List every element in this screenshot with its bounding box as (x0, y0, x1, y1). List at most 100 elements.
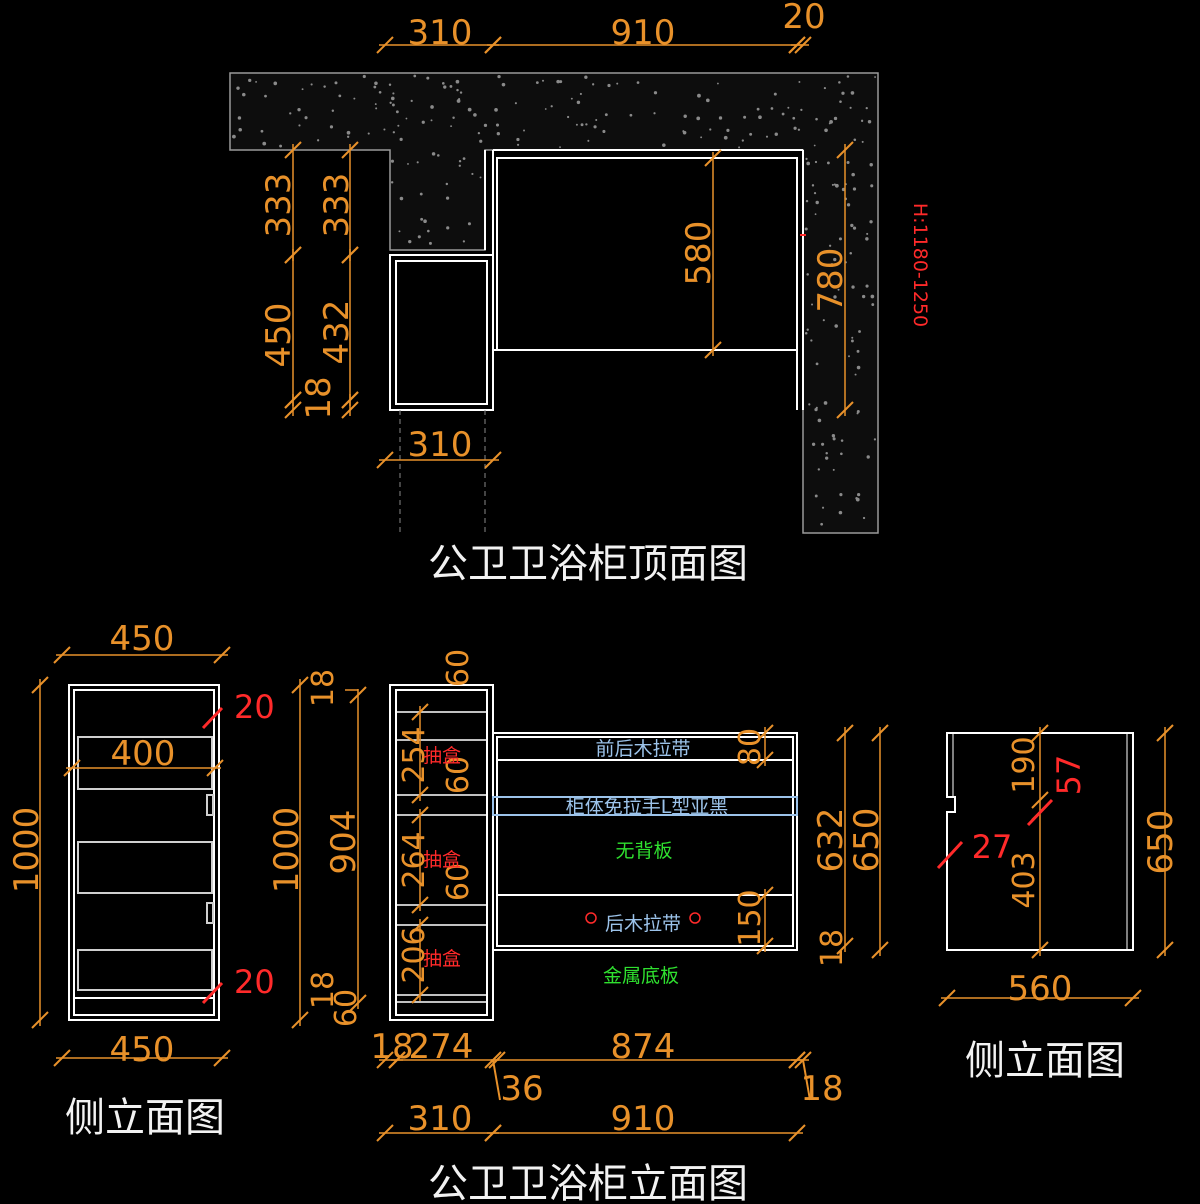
dim-elev-bottom-18: 18 (306, 971, 341, 1009)
dim-left-18: 18 (299, 376, 339, 419)
concrete-speckle (832, 437, 836, 441)
concrete-speckle (374, 103, 377, 106)
concrete-speckle (496, 132, 501, 136)
concrete-speckle (338, 94, 342, 98)
dimension-tick (349, 686, 367, 704)
concrete-speckle (373, 85, 377, 89)
dim-elev-1000: 1000 (267, 807, 307, 894)
concrete-speckle (833, 257, 837, 262)
dimension-tick (1124, 989, 1142, 1007)
concrete-speckle (587, 139, 590, 142)
concrete-speckle (471, 172, 474, 176)
concrete-speckle (629, 113, 633, 117)
concrete-speckle (852, 226, 857, 230)
dim-w-18: 18 (370, 1027, 413, 1067)
dim-elev-top-18: 18 (306, 669, 341, 707)
concrete-speckle (445, 196, 450, 200)
concrete-speckle (535, 81, 539, 85)
dim-w-36: 36 (500, 1069, 543, 1109)
concrete-speckle (607, 83, 611, 88)
dimension-tick (871, 941, 889, 959)
label-no-back-panel: 无背板 (615, 840, 672, 862)
concrete-speckle (717, 82, 719, 85)
concrete-speckle (805, 157, 808, 160)
concrete-speckle (839, 493, 843, 497)
dimension-tick (788, 1124, 806, 1142)
concrete-speckle (867, 120, 872, 124)
concrete-speckle (849, 106, 852, 109)
concrete-speckle (718, 116, 723, 120)
dim-side-400: 400 (111, 734, 176, 774)
concrete-speckle (456, 88, 459, 92)
concrete-speckle (392, 92, 395, 95)
concrete-speckle (770, 107, 774, 110)
side-view-right: 560 650 190 57 27 403 侧立面图 (965, 736, 1181, 1084)
concrete-speckle (310, 83, 313, 86)
concrete-speckle (445, 182, 449, 186)
concrete-speckle (428, 241, 432, 245)
dimension-tick (376, 1124, 394, 1142)
concrete-speckle (817, 418, 822, 423)
concrete-speckle (279, 144, 283, 148)
dimension-tick (291, 676, 309, 694)
concrete-speckle (576, 100, 581, 105)
dim-rail-80: 80 (733, 728, 768, 766)
concrete-speckle (856, 412, 859, 415)
concrete-speckle (497, 74, 501, 79)
concrete-speckle (773, 92, 777, 96)
concrete-speckle (289, 112, 292, 115)
dim-depth-580: 580 (679, 221, 719, 286)
concrete-speckle (871, 303, 875, 306)
dimension-tick (388, 1051, 406, 1069)
concrete-speckle (297, 107, 301, 112)
concrete-speckle (501, 82, 506, 87)
concrete-speckle (811, 303, 814, 306)
label-back-rail: 后木拉带 (605, 913, 681, 935)
concrete-speckle (331, 109, 335, 112)
basin-body-inner (496, 736, 794, 947)
concrete-speckle (423, 219, 427, 224)
concrete-speckle (723, 135, 728, 140)
dimension-tick (484, 36, 502, 54)
concrete-speckle (806, 161, 811, 166)
dimension-tick (53, 1049, 71, 1067)
concrete-speckle (602, 129, 606, 133)
concrete-speckle (462, 240, 466, 243)
concrete-speckle (813, 144, 816, 147)
concrete-speckle (800, 108, 803, 112)
dimension-tick (756, 724, 774, 742)
dim-w-874: 874 (611, 1027, 676, 1067)
concrete-speckle (741, 139, 744, 142)
dim-bottom-310: 310 (408, 425, 473, 465)
concrete-speckle (653, 112, 656, 115)
concrete-speckle (815, 362, 819, 366)
concrete-speckle (850, 223, 854, 228)
concrete-speckle (450, 125, 453, 128)
concrete-speckle (697, 93, 701, 98)
dimension-tick (284, 141, 302, 159)
concrete-speckle (814, 494, 818, 498)
concrete-speckle (808, 403, 811, 406)
handle-channel (492, 796, 798, 816)
concrete-speckle (838, 237, 842, 241)
red-dim (201, 706, 224, 730)
concrete-speckle (833, 183, 836, 186)
dimension-tick (63, 759, 81, 777)
concrete-speckle (774, 132, 778, 136)
concrete-speckle (584, 75, 588, 79)
dimension-tick (836, 724, 854, 742)
concrete-speckle (405, 117, 408, 120)
dim-w-18-right: 18 (800, 1069, 843, 1109)
elevation: 1000 904 18 18 60 60 254 60 264 60 206 抽… (267, 649, 887, 1204)
concrete-speckle (793, 126, 797, 130)
dim-drawer-264: 264 (397, 831, 432, 888)
concrete-speckle (595, 118, 598, 122)
concrete-speckle (378, 90, 382, 94)
dimension-tick (411, 703, 429, 721)
concrete-speckle (298, 124, 301, 127)
concrete-speckle (865, 106, 868, 110)
dim-gap-top-20: 20 (234, 688, 275, 726)
concrete-speckle (851, 285, 855, 289)
concrete-speckle (826, 161, 830, 165)
dim-depth-780: 780 (811, 248, 851, 313)
